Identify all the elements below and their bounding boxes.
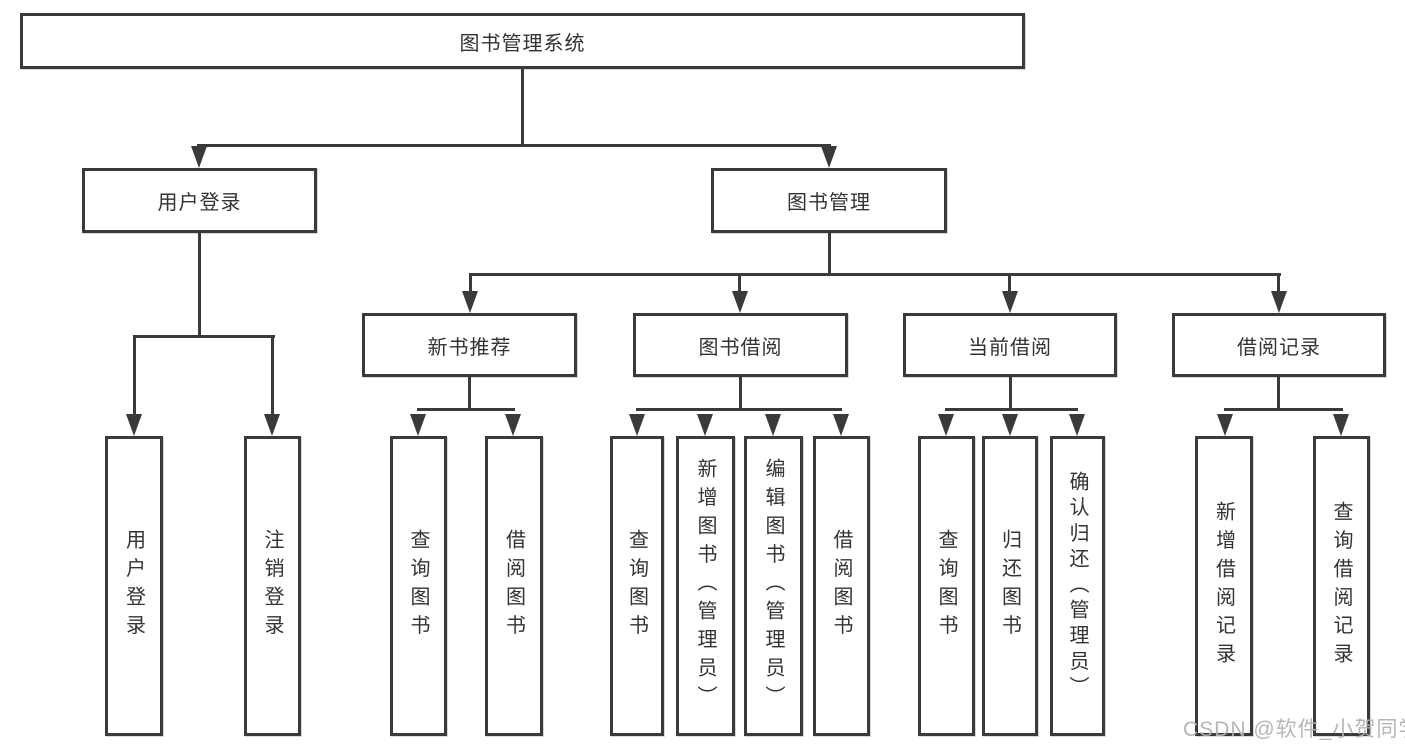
connector-drop [271,335,274,416]
node-book-borrow-label: 图书借阅 [698,336,783,359]
leaf-logout: 注销登录 [244,436,301,736]
connector-root-rail [197,144,831,147]
connector-user-login-rail [133,335,275,338]
connector-new-book-rec-stem [468,377,471,410]
node-book-borrow: 图书借阅 [633,313,848,377]
leaf-login: 用户登录 [105,436,163,736]
leaf-bb-edit-label: 编辑图书（管理员） [762,458,784,714]
leaf-cb-confirm-label: 确认归还（管理员） [1066,470,1088,702]
leaf-bb-borrow: 借阅图书 [813,436,870,736]
node-user-login-label: 用户登录 [157,192,242,214]
arrow-down-icon [1217,414,1233,436]
arrow-down-icon [765,414,781,436]
arrow-down-icon [1002,291,1018,313]
arrow-down-icon [410,414,426,436]
leaf-bb-edit: 编辑图书（管理员） [744,436,803,736]
connector-drop [1277,273,1280,293]
arrow-down-icon [1002,414,1018,436]
leaf-br-add: 新增借阅记录 [1195,436,1253,736]
csdn-watermark: CSDN @软件_小贺同学 [1183,718,1405,741]
node-root-label: 图书管理系统 [459,32,586,55]
node-new-book-rec-label: 新书推荐 [427,336,512,359]
connector-borrow-records-stem [1277,377,1280,410]
leaf-bb-query: 查询图书 [610,436,664,736]
arrow-down-icon [821,146,837,168]
connector-book-borrow-rail [636,408,842,411]
arrow-down-icon [505,414,521,436]
leaf-logout-label: 注销登录 [261,529,283,643]
leaf-rec-borrow-label: 借阅图书 [502,529,525,643]
node-borrow-records: 借阅记录 [1172,313,1386,377]
leaf-bb-query-label: 查询图书 [625,529,648,643]
connector-book-mgmt-rail [469,273,1281,276]
arrow-down-icon [629,414,645,436]
leaf-cb-return: 归还图书 [982,436,1038,736]
leaf-rec-query-label: 查询图书 [407,529,429,643]
node-user-login: 用户登录 [82,168,317,233]
connector-book-mgmt-stem [828,233,831,275]
arrow-down-icon [697,414,713,436]
arrow-down-icon [462,291,478,313]
leaf-cb-confirm: 确认归还（管理员） [1050,436,1105,736]
leaf-login-label: 用户登录 [122,529,145,643]
connector-drop [1008,273,1011,293]
connector-drop [738,273,741,293]
node-borrow-records-label: 借阅记录 [1237,336,1321,359]
connector-current-borrow-stem [1009,377,1012,410]
leaf-br-query-label: 查询借阅记录 [1330,500,1352,672]
arrow-down-icon [264,414,280,436]
leaf-rec-borrow: 借阅图书 [485,436,543,736]
node-book-mgmt: 图书管理 [711,168,947,233]
arrow-down-icon [126,414,142,436]
connector-drop [133,335,136,416]
node-current-borrow: 当前借阅 [903,313,1117,377]
connector-borrow-records-rail [1224,408,1343,411]
leaf-bb-add: 新增图书（管理员） [676,436,735,736]
arrow-down-icon [833,414,849,436]
connector-user-login-stem [198,233,201,336]
arrow-down-icon [1069,414,1085,436]
leaf-rec-query: 查询图书 [390,436,447,736]
leaf-br-add-label: 新增借阅记录 [1212,500,1235,672]
leaf-cb-return-label: 归还图书 [998,529,1021,643]
arrow-down-icon [938,414,954,436]
leaf-cb-query: 查询图书 [918,436,975,736]
arrow-down-icon [191,146,207,168]
connector-root-stem [521,69,524,145]
node-new-book-rec: 新书推荐 [362,313,577,377]
connector-book-borrow-stem [739,377,742,410]
leaf-cb-query-label: 查询图书 [935,529,957,643]
node-root: 图书管理系统 [20,13,1025,69]
arrow-down-icon [732,291,748,313]
node-current-borrow-label: 当前借阅 [968,336,1052,359]
connector-drop [469,273,472,293]
node-book-mgmt-label: 图书管理 [787,192,871,214]
leaf-bb-borrow-label: 借阅图书 [830,529,852,643]
leaf-bb-add-label: 新增图书（管理员） [694,458,716,714]
arrow-down-icon [1333,414,1349,436]
arrow-down-icon [1271,291,1287,313]
connector-new-book-rec-rail [417,408,515,411]
connector-current-borrow-rail [945,408,1078,411]
leaf-br-query: 查询借阅记录 [1313,436,1370,736]
